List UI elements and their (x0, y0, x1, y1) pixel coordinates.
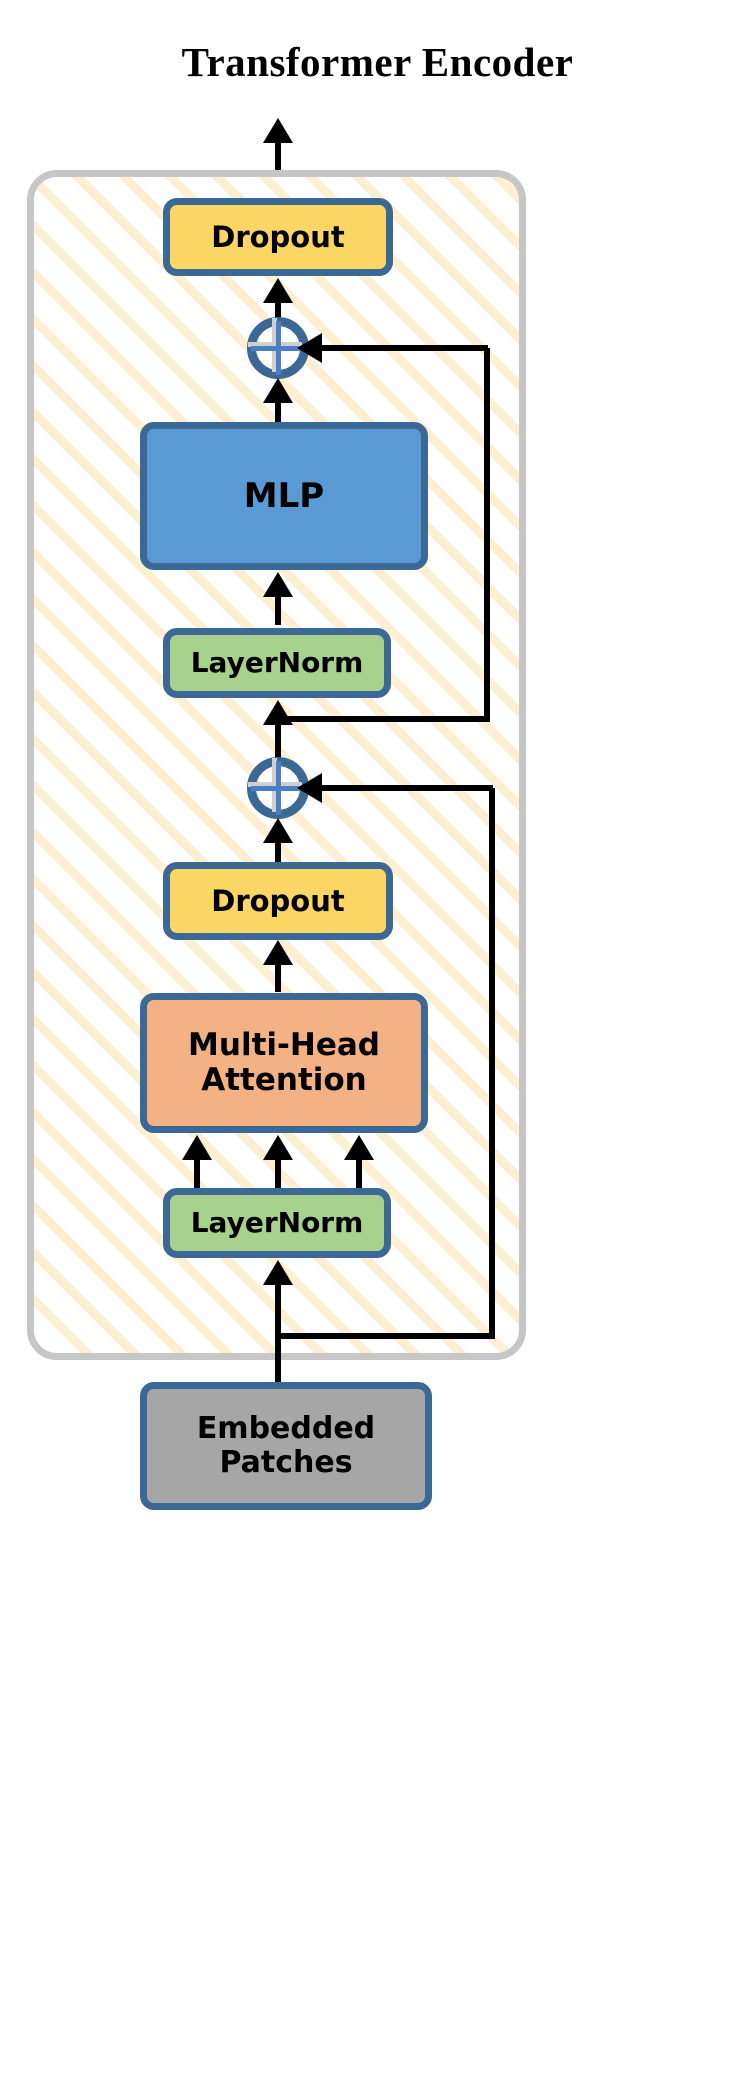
node-dropout-top[interactable]: Dropout (163, 198, 393, 276)
arrow-ln-to-attn-right-head (344, 1135, 374, 1160)
arrow-ln-to-attn-center-line (275, 1158, 281, 1188)
node-dropout-mid[interactable]: Dropout (163, 862, 393, 940)
node-layernorm-top-label: LayerNorm (190, 646, 364, 680)
arrow-attention-to-dropout-head (263, 940, 293, 965)
residual-top-vertical (484, 348, 490, 722)
arrow-dropout-mid-to-add-head (263, 818, 293, 843)
residual-bottom-horizontal-top (320, 785, 493, 791)
add-node-top[interactable] (247, 317, 309, 379)
node-mlp[interactable]: MLP (140, 422, 428, 570)
add-node-bottom-cross-v (276, 761, 281, 815)
residual-top-horizontal-top (320, 345, 488, 351)
node-embedded-label-line2: Patches (219, 1445, 353, 1480)
add-node-bottom-cross-shadow-v (272, 758, 277, 812)
arrow-add-top-to-dropout-line (275, 300, 281, 332)
arrow-ln-to-attn-center-head (263, 1135, 293, 1160)
node-dropout-mid-label: Dropout (211, 883, 345, 918)
node-layernorm-top[interactable]: LayerNorm (163, 628, 391, 698)
node-multi-head-attention[interactable]: Multi-Head Attention (140, 993, 428, 1133)
output-arrow-head (263, 118, 293, 143)
arrow-attention-to-dropout-line (275, 962, 281, 992)
arrow-layernorm-top-to-mlp-head (263, 572, 293, 597)
residual-top-arrow-head (297, 333, 322, 363)
arrow-embedded-to-layernorm-line (275, 1283, 281, 1383)
arrow-add-top-to-dropout-head (263, 278, 293, 303)
arrow-mlp-to-add-line (275, 400, 281, 430)
arrow-ln-to-attn-left-line (194, 1158, 200, 1188)
arrow-add-bottom-to-layernorm-head (263, 700, 293, 725)
arrow-layernorm-top-to-mlp-line (275, 595, 281, 625)
node-attention-label-line2: Attention (201, 1062, 367, 1098)
node-dropout-top-label: Dropout (211, 219, 345, 254)
node-layernorm-bottom-label: LayerNorm (190, 1206, 364, 1240)
add-node-top-cross-shadow-v (272, 318, 277, 372)
residual-top-horizontal-bottom (277, 716, 490, 722)
node-mlp-label: MLP (243, 475, 325, 516)
node-embedded-label-line1: Embedded (196, 1411, 376, 1447)
arrow-add-bottom-to-layernorm-line (275, 723, 281, 767)
arrow-dropout-mid-to-add-line (275, 840, 281, 870)
arrow-ln-to-attn-left-head (182, 1135, 212, 1160)
arrow-mlp-to-add-head (263, 378, 293, 403)
residual-bottom-vertical (489, 788, 495, 1339)
add-node-top-cross-v (276, 321, 281, 375)
residual-bottom-arrow-head (297, 773, 322, 803)
residual-bottom-horizontal-bottom (277, 1333, 495, 1339)
page-title: Transformer Encoder (181, 39, 574, 85)
arrow-embedded-to-layernorm-head (263, 1260, 293, 1285)
node-layernorm-bottom[interactable]: LayerNorm (163, 1188, 391, 1258)
node-embedded-patches[interactable]: Embedded Patches (140, 1382, 432, 1510)
arrow-ln-to-attn-right-line (356, 1158, 362, 1188)
node-attention-label-line1: Multi-Head (188, 1027, 380, 1064)
